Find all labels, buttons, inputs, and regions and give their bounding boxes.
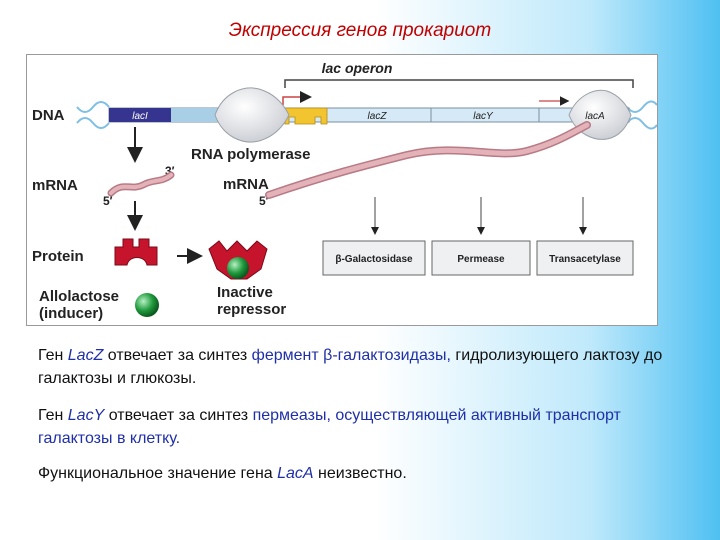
mrna-right-label: mRNA [223,176,269,193]
protein-label: Protein [32,248,84,265]
p1-gene-letter: Z [94,347,104,364]
p1-gene-name: Lac [68,347,94,364]
p1-mid: отвечает за синтез [103,347,251,364]
p1-highlight: фермент β-галактозидазы, [252,347,451,364]
paragraph-lacy: Ген LacY отвечает за синтез пермеазы, ос… [38,404,698,450]
active-repressor [115,239,157,265]
p2-gene-name: Lac [68,407,94,424]
promoter-arrow [283,97,309,105]
p3-post: неизвестно. [314,465,407,482]
lacI-label: lacI [132,111,148,122]
permease-label: Permease [457,254,505,265]
dna-label: DNA [32,107,65,124]
p1-gene-word: Ген [38,347,68,364]
beta-galactosidase-label: β-Galactosidase [335,254,413,265]
mrna-left-label: mRNA [32,177,78,194]
operon-bracket [285,80,633,88]
operon-mrna [269,125,587,195]
inactive-label: Inactive [217,284,273,301]
rna-polymerase-blob [215,88,289,142]
paragraph-lacz: Ген LacZ отвечает за синтез фермент β-га… [38,344,698,390]
allolactose-label: Allolactose [39,288,119,305]
lacZ-label: lacZ [368,111,388,122]
bound-inducer [227,257,249,279]
p3-pre: Функциональное значение гена [38,465,277,482]
paragraph-laca: Функциональное значение гена LacA неизве… [38,462,698,485]
operon-svg: lac operon DNA lacI lacZ lacY lacA [27,55,657,325]
lacA-label: lacA [585,111,605,122]
p3-gene-letter: A [303,465,314,482]
p2-gene-word: Ген [38,407,68,424]
p3-gene-name: Lac [277,465,303,482]
lac-operon-diagram: lac operon DNA lacI lacZ lacY lacA [26,54,658,326]
operon-label: lac operon [322,60,393,76]
p2-mid: отвечает за синтез [104,407,252,424]
slide-title: Экспрессия генов прокариот [0,20,720,42]
transacetylase-label: Transacetylase [549,254,621,265]
repressor-label: repressor [217,301,286,318]
allolactose-inducer [135,293,159,317]
p2-gene-letter: Y [94,407,105,424]
spacer-region [171,108,217,122]
inducer-label: (inducer) [39,305,103,322]
lacY-label: lacY [473,111,494,122]
rna-polymerase-label: RNA polymerase [191,146,311,163]
